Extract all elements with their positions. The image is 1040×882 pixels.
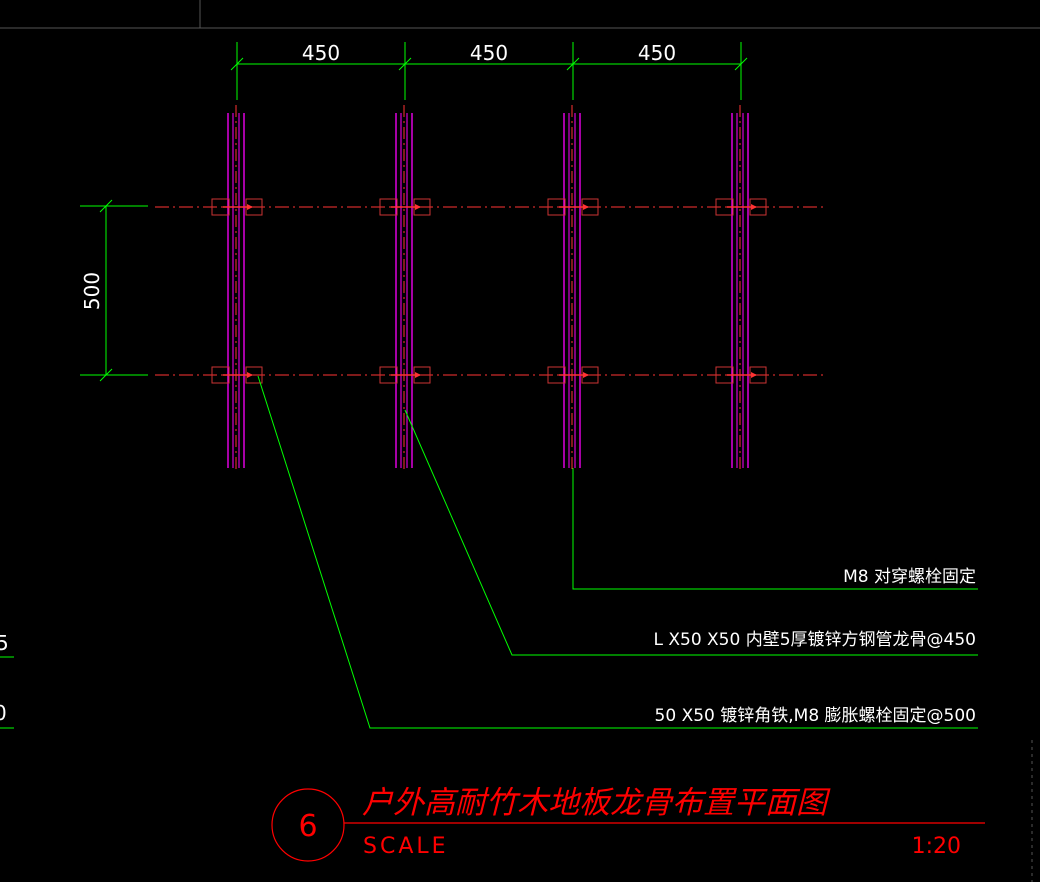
anchor-bolt-head-3-2 (583, 372, 589, 378)
axis-lines (155, 206, 825, 376)
dim-v: 500 (80, 272, 104, 310)
drawing-number-circle (271, 788, 345, 862)
edge-fragment-2: 0 (0, 701, 7, 725)
label-bolt: M8 对穿螺栓固定 (843, 567, 976, 587)
anchor-bolt-head-3-1 (583, 204, 589, 210)
scale-label: SCALE (363, 834, 449, 859)
anchor-bolt-head-4-2 (751, 372, 757, 378)
title-block: 6 户外高耐竹木地板龙骨布置平面图 SCALE 1:20 (271, 785, 985, 862)
dim-h-2: 450 (470, 41, 508, 65)
drawing-title: 户外高耐竹木地板龙骨布置平面图 (362, 785, 831, 821)
anchor-bolt-head-1-1 (247, 204, 253, 210)
anchor-bolt-head-2-1 (415, 204, 421, 210)
edge-fragment-1: 5 (0, 631, 9, 655)
keel-group (211, 105, 767, 470)
anchor-bolt-head-1-2 (247, 372, 253, 378)
dimension-lines (80, 42, 748, 382)
leader-lines (257, 375, 978, 729)
anchor-bolt-head-2-2 (415, 372, 421, 378)
drawing-number: 6 (298, 809, 317, 844)
anchor-bolt-head-4-1 (751, 204, 757, 210)
label-keel-tube: L X50 X50 内壁5厚镀锌方钢管龙骨@450 (653, 630, 976, 650)
dim-h-1: 450 (302, 41, 340, 65)
scale-value: 1:20 (912, 834, 961, 859)
label-angle-iron: 50 X50 镀锌角铁,M8 膨胀螺栓固定@500 (655, 706, 976, 726)
dim-h-3: 450 (638, 41, 676, 65)
